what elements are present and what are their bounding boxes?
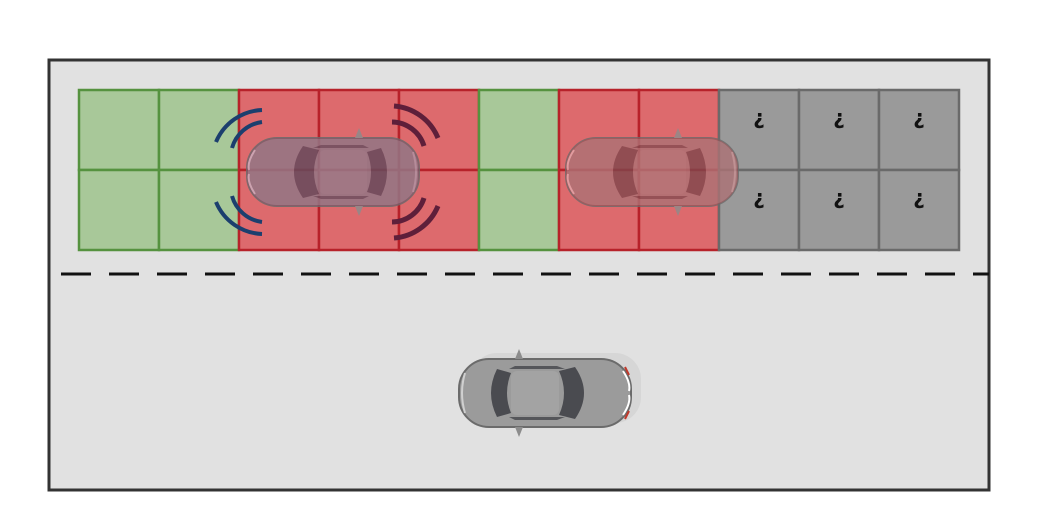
ego-car	[246, 127, 420, 217]
grid-cell-unknown	[877, 88, 961, 172]
sensor-wave-icon	[391, 197, 427, 225]
sensor-wave-icon	[214, 108, 263, 143]
grid-cell-free	[477, 88, 561, 172]
unknown-mark: ?	[913, 108, 925, 132]
unknown-mark: ?	[913, 188, 925, 212]
unknown-mark: ?	[833, 108, 845, 132]
occupancy-grid	[77, 88, 961, 252]
grid-cell-unknown	[877, 168, 961, 252]
grid-cell-unknown	[797, 168, 881, 252]
unknown-mark: ?	[753, 188, 765, 212]
parked-car	[565, 127, 739, 217]
grid-cell-free	[77, 168, 161, 252]
grid-cell-unknown	[797, 88, 881, 172]
sensor-wave-icon	[214, 201, 263, 236]
grid-cell-free	[157, 88, 241, 172]
sensor-wave-icon	[391, 119, 427, 147]
grid-cell-free	[77, 88, 161, 172]
unknown-mark: ?	[833, 188, 845, 212]
grid-cell-free	[477, 168, 561, 252]
sensor-wave-icon	[393, 103, 441, 140]
sensor-waves	[214, 103, 441, 241]
unknown-marks: ??????	[753, 108, 925, 212]
other-car	[458, 348, 641, 438]
sensor-wave-icon	[230, 195, 263, 224]
sensor-wave-icon	[393, 204, 441, 241]
sensor-wave-icon	[230, 120, 263, 149]
unknown-mark: ?	[753, 108, 765, 132]
grid-cell-free	[157, 168, 241, 252]
